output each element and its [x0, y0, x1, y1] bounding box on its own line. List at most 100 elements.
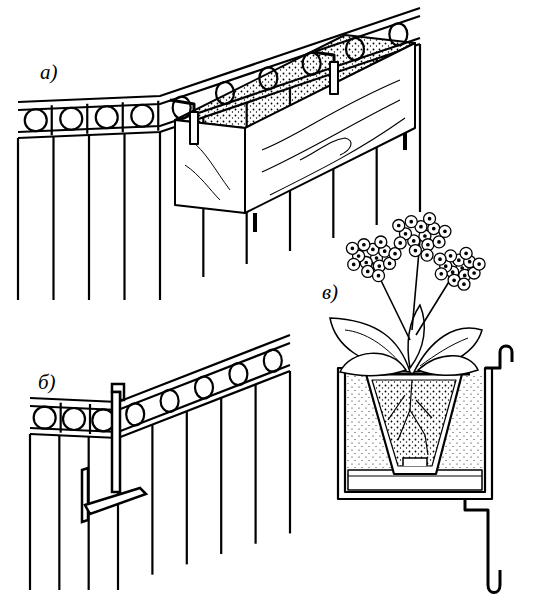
floret-eye: [398, 224, 400, 226]
floret-eye: [357, 255, 359, 257]
floret: [358, 239, 370, 251]
floret: [394, 237, 406, 249]
bracket-hook: [82, 384, 146, 522]
floret-eye: [380, 241, 382, 243]
floret: [393, 220, 405, 232]
floret-eye: [453, 279, 455, 281]
post: [60, 403, 62, 433]
planter-section: [338, 346, 512, 593]
floret-eye: [439, 258, 441, 260]
baluster: [123, 134, 125, 301]
floret: [421, 249, 433, 261]
floret-eye: [426, 254, 428, 256]
floret-eye: [414, 249, 416, 251]
flower-cluster: [346, 213, 485, 291]
rail: [30, 371, 290, 438]
floret-eye: [353, 263, 355, 265]
figure-label: а): [40, 62, 58, 83]
floret-eye: [468, 261, 470, 263]
baluster: [255, 384, 257, 543]
ring: [126, 403, 144, 425]
floret: [409, 245, 421, 257]
floret-eye: [383, 250, 385, 252]
floret-eye: [420, 225, 422, 227]
baluster: [52, 137, 54, 301]
floret-eye: [388, 262, 390, 264]
floret-eye: [461, 267, 463, 269]
ring: [195, 377, 213, 399]
floret: [458, 278, 470, 290]
floret: [348, 258, 360, 270]
baluster: [186, 411, 188, 564]
floret-eye: [375, 257, 377, 259]
post: [157, 101, 159, 131]
baluster: [419, 44, 421, 212]
floret-eye: [377, 274, 379, 276]
floret-eye: [445, 265, 447, 267]
floret-eye: [433, 227, 435, 229]
floret: [424, 213, 436, 225]
ring: [264, 350, 282, 372]
post: [51, 105, 53, 135]
floret-eye: [440, 273, 442, 275]
floret-eye: [451, 271, 453, 273]
floret: [375, 236, 387, 248]
floret-eye: [372, 248, 374, 250]
floret-eye: [463, 283, 465, 285]
floret-eye: [410, 220, 412, 222]
floret-eye: [427, 244, 429, 246]
floret-eye: [413, 240, 415, 242]
post: [86, 104, 88, 134]
post: [122, 102, 124, 132]
floret-eye: [473, 272, 475, 274]
baluster: [220, 398, 222, 554]
floret: [434, 253, 446, 265]
floret-eye: [363, 244, 365, 246]
floret-eye: [365, 261, 367, 263]
floret-eye: [404, 233, 406, 235]
ring: [131, 105, 153, 127]
baluster: [29, 434, 31, 590]
ring: [96, 106, 118, 128]
baluster: [159, 132, 161, 300]
baluster: [151, 425, 153, 575]
floret: [346, 242, 358, 254]
floret-eye: [367, 270, 369, 272]
railing: [18, 8, 420, 300]
floret-eye: [399, 242, 401, 244]
floret: [405, 216, 417, 228]
floret-eye: [351, 247, 353, 249]
floret-eye: [438, 241, 440, 243]
railing: [30, 335, 290, 590]
floret-eye: [378, 265, 380, 267]
floret: [460, 247, 472, 259]
baluster: [289, 371, 291, 533]
floret-eye: [478, 263, 480, 265]
floret: [439, 225, 451, 237]
post: [89, 404, 91, 434]
ring: [34, 407, 56, 429]
floret-eye: [458, 259, 460, 261]
figure-label: в): [322, 282, 338, 303]
ring: [229, 363, 247, 385]
floret-eye: [444, 230, 446, 232]
figure-label: б): [38, 372, 56, 393]
planter-box: [170, 35, 415, 232]
floret: [473, 258, 485, 270]
baluster: [17, 138, 19, 300]
floret-eye: [428, 217, 430, 219]
ring: [25, 109, 47, 131]
ring: [60, 108, 82, 130]
baluster: [88, 135, 90, 300]
floret-eye: [424, 235, 426, 237]
floret-eye: [463, 274, 465, 276]
rail: [30, 335, 290, 402]
ring: [161, 390, 179, 412]
ring: [63, 408, 85, 430]
flowering-plant: [330, 240, 482, 376]
baluster: [58, 435, 60, 590]
floret: [435, 268, 447, 280]
floret-eye: [394, 253, 396, 255]
